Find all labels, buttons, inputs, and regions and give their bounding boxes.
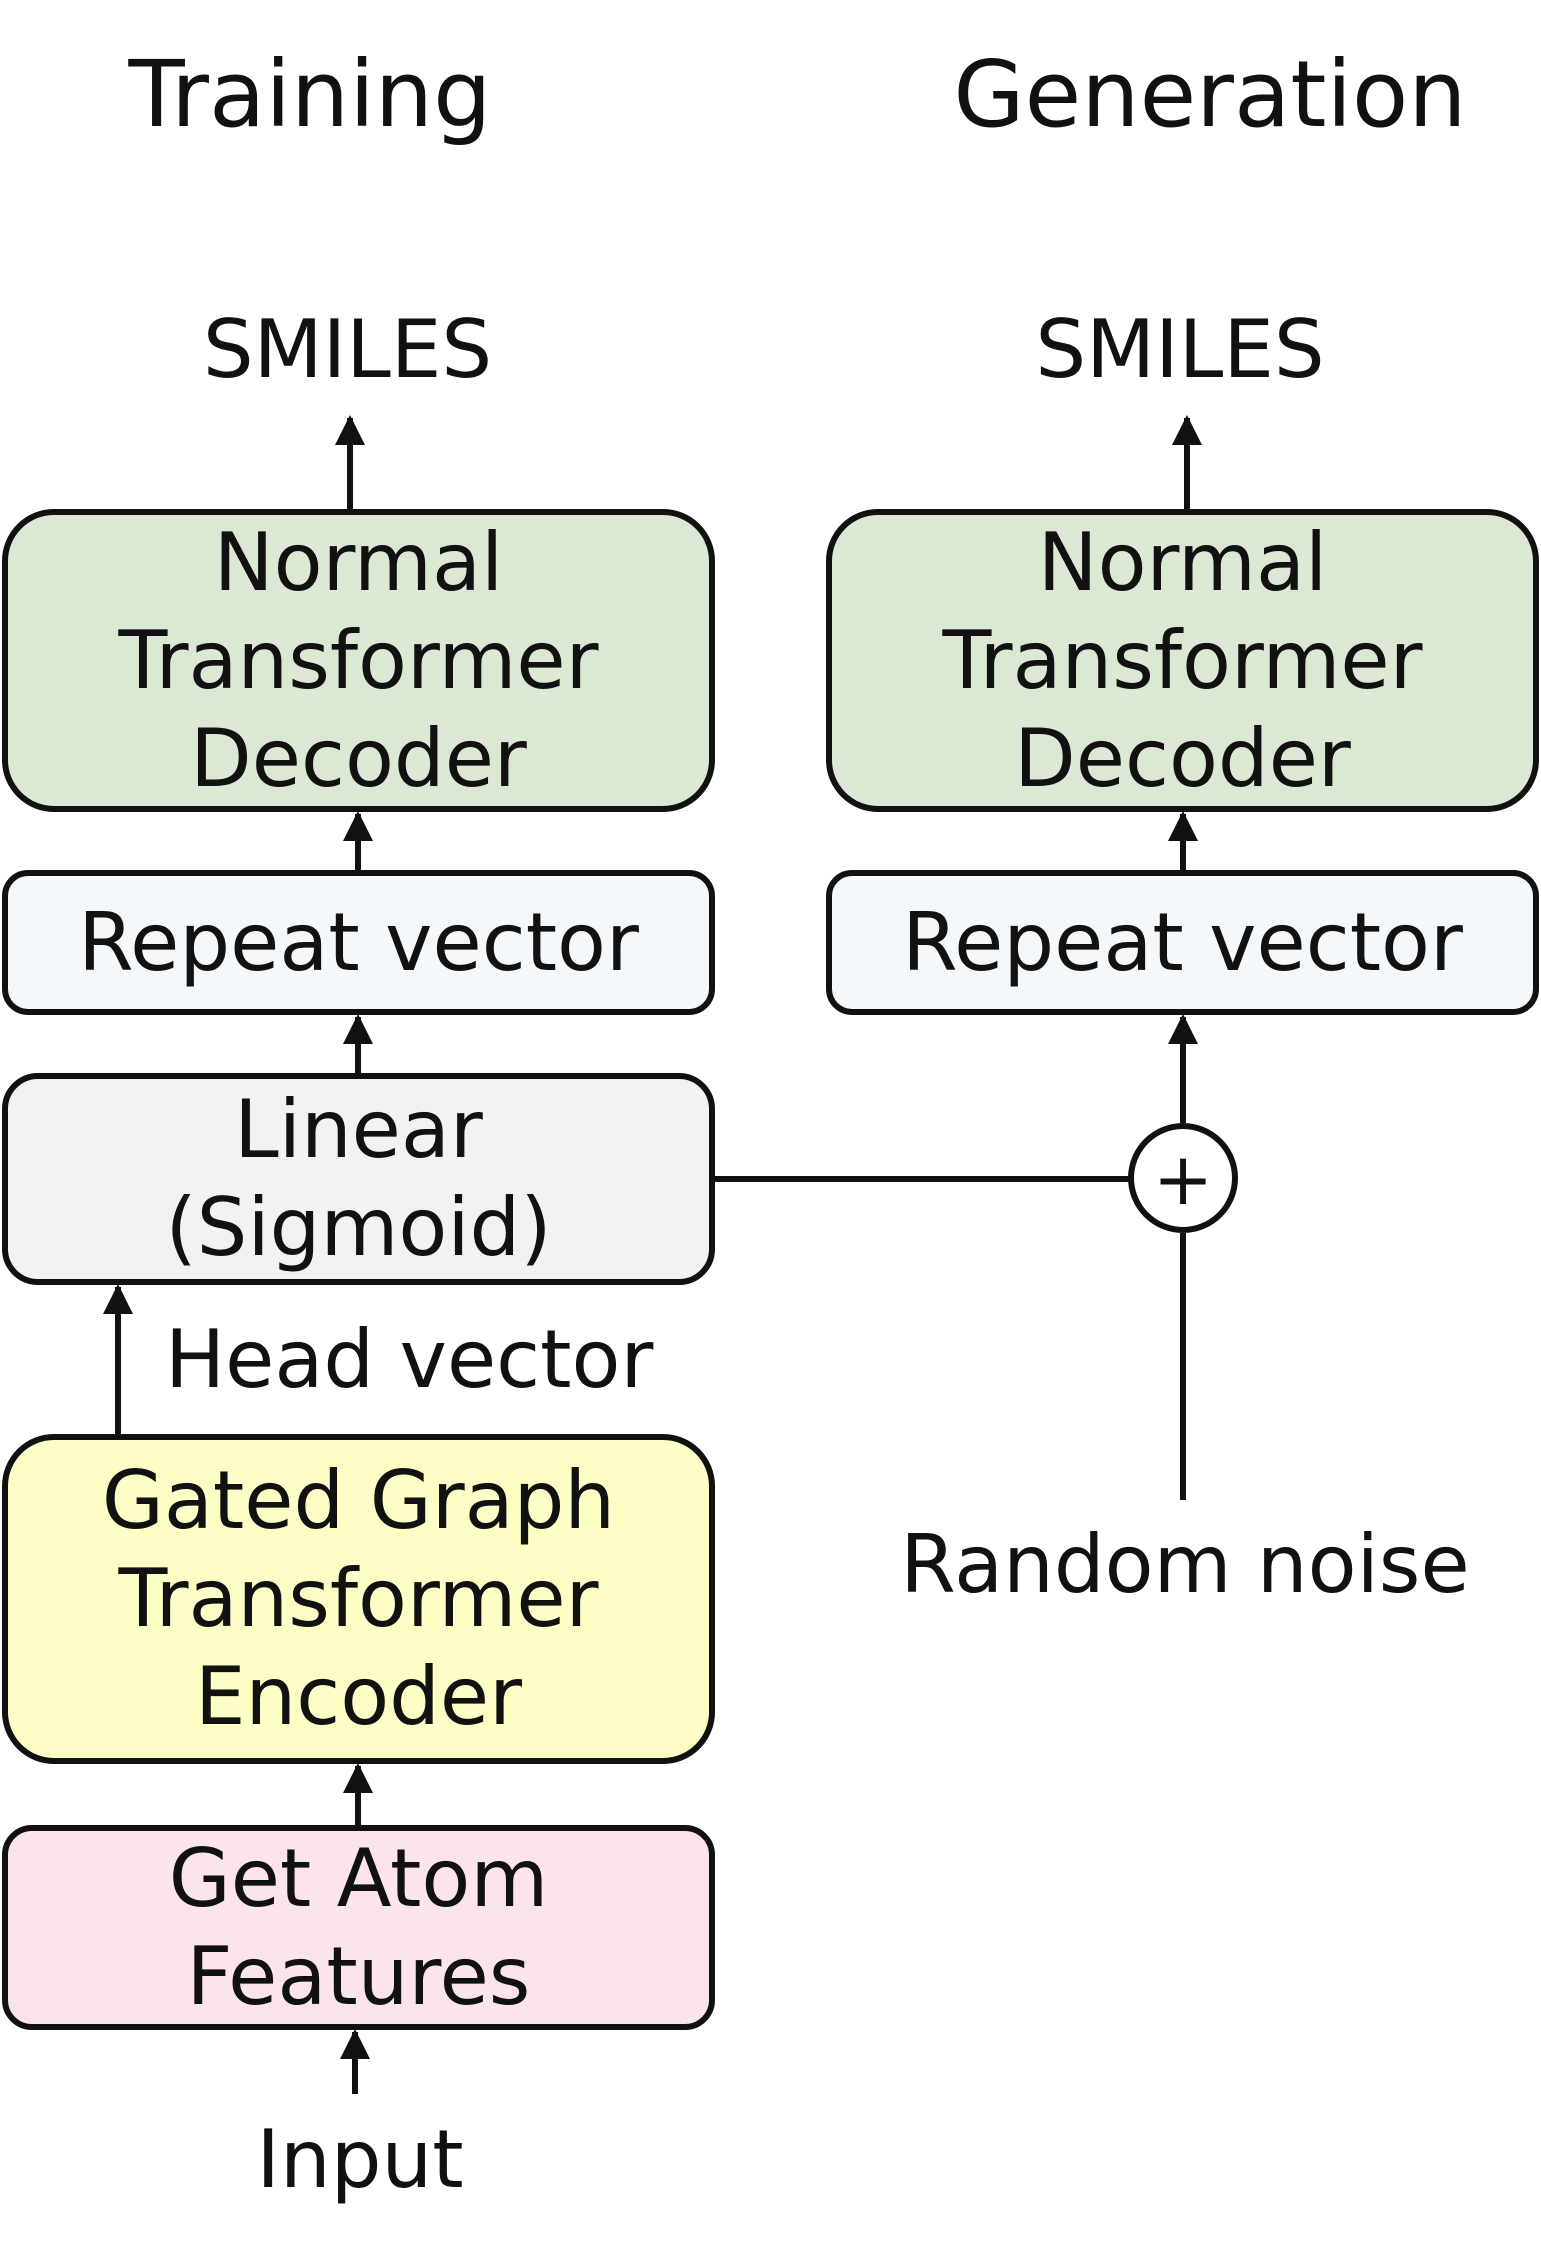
training-repeat-vector: Repeat vector [2, 870, 715, 1015]
repeat-vector-label: Repeat vector [902, 895, 1463, 989]
training-transformer-decoder: Normal Transformer Decoder [2, 509, 715, 812]
linear-sigmoid-layer: Linear (Sigmoid) [2, 1073, 715, 1285]
encoder-line: Transformer [118, 1552, 599, 1645]
generation-transformer-decoder: Normal Transformer Decoder [826, 509, 1539, 812]
encoder-line: Gated Graph [101, 1454, 616, 1547]
sum-node-circle [1128, 1123, 1238, 1233]
input-label: Input [256, 2113, 464, 2206]
generation-heading: Generation [953, 41, 1467, 148]
linear-line: Linear [234, 1083, 483, 1176]
repeat-vector-label: Repeat vector [78, 895, 639, 989]
decoder-line: Transformer [118, 613, 599, 707]
head-vector-label: Head vector [165, 1313, 654, 1406]
generation-smiles-output: SMILES [1035, 303, 1325, 396]
generation-repeat-vector: Repeat vector [826, 870, 1539, 1015]
decoder-line: Normal [213, 515, 504, 609]
random-noise-label: Random noise [900, 1518, 1470, 1611]
decoder-line: Normal [1037, 515, 1328, 609]
gated-graph-transformer-encoder: Gated Graph Transformer Encoder [2, 1434, 715, 1764]
atom-features-line: Get Atom [168, 1831, 549, 1925]
atom-features-line: Features [186, 1929, 531, 2023]
sum-node-symbol: + [1153, 1137, 1213, 1221]
decoder-line: Decoder [190, 711, 527, 805]
training-heading: Training [128, 41, 492, 148]
decoder-line: Decoder [1014, 711, 1351, 805]
encoder-line: Encoder [194, 1650, 523, 1743]
training-smiles-output: SMILES [202, 303, 493, 396]
linear-line: (Sigmoid) [165, 1181, 552, 1274]
get-atom-features: Get Atom Features [2, 1825, 715, 2030]
decoder-line: Transformer [942, 613, 1423, 707]
